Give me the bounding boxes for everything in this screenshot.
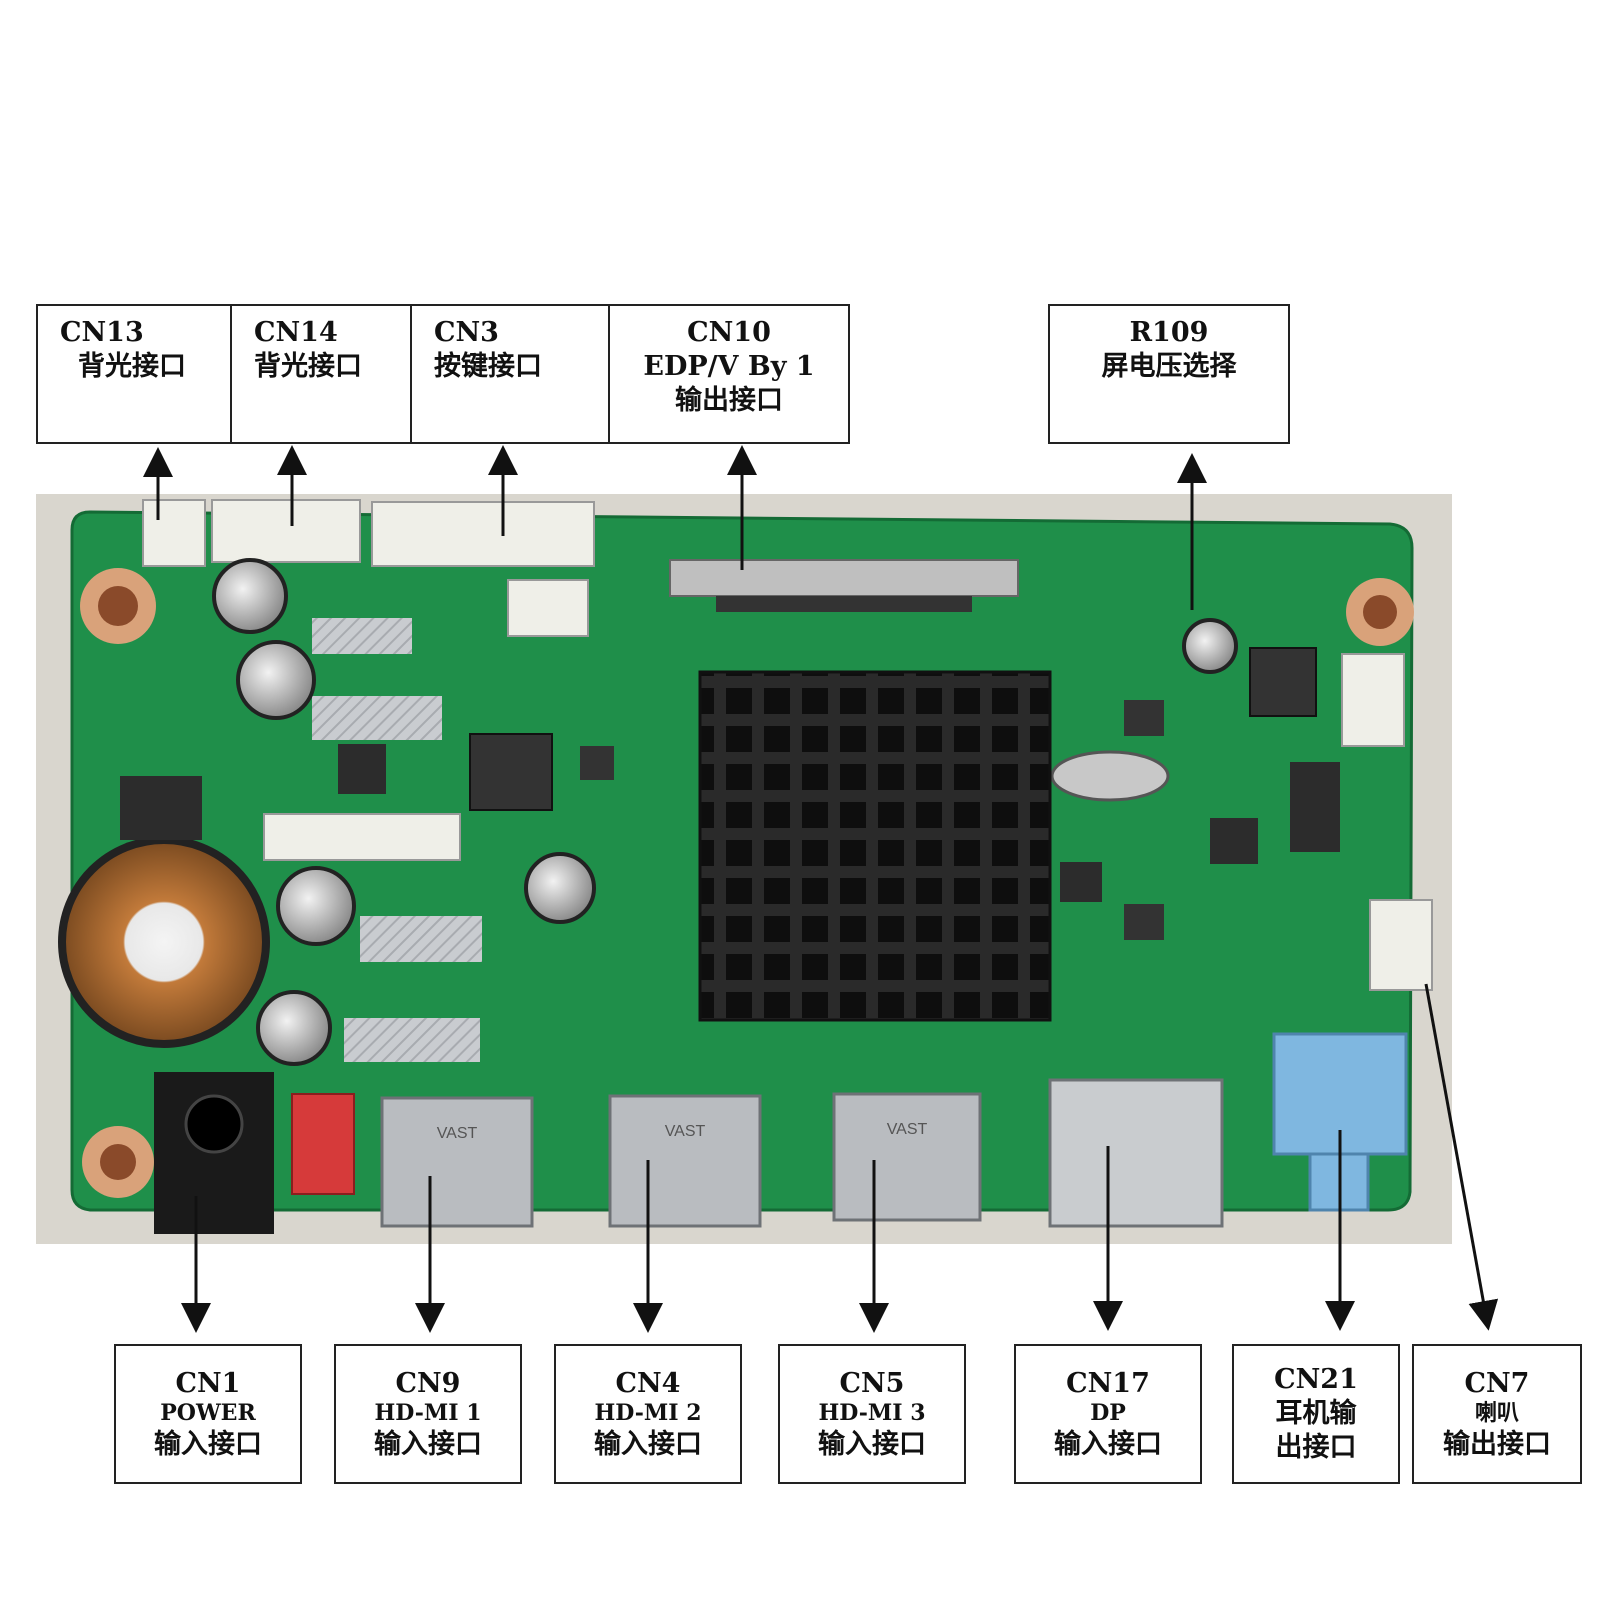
arrow-cn7	[1424, 983, 1499, 1331]
label-cn17-desc: DP	[1090, 1400, 1126, 1427]
mid-connector	[263, 813, 461, 861]
label-cn1-id: CN1	[175, 1367, 241, 1399]
cn3-connector	[371, 501, 595, 567]
hatch-3	[360, 916, 482, 962]
cn13-connector	[142, 499, 206, 567]
cn10-edp-connector	[669, 559, 1019, 597]
label-cn21: CN21 耳机输 出接口	[1232, 1344, 1400, 1484]
label-cn10-id: CN10	[687, 317, 771, 348]
cn14-connector	[211, 499, 361, 563]
label-cn10-type: 输出接口	[675, 384, 783, 416]
label-cn7: CN7 喇叭 输出接口	[1412, 1344, 1582, 1484]
label-cn4-type: 输入接口	[594, 1428, 702, 1460]
label-cn7-desc: 喇叭	[1474, 1400, 1519, 1427]
label-cn5: CN5 HD-MI 3 输入接口	[778, 1344, 966, 1484]
mounting-holes	[80, 568, 1414, 1198]
toroid-coil	[58, 836, 270, 1048]
red-connector	[291, 1093, 355, 1195]
label-cn1: CN1 POWER 输入接口	[114, 1344, 302, 1484]
label-cn5-id: CN5	[839, 1367, 905, 1399]
label-cn21-type: 出接口	[1275, 1431, 1357, 1463]
label-cn4-desc: HD-MI 2	[594, 1400, 702, 1427]
label-cn13: CN13 背光接口	[36, 304, 232, 444]
bottom-connectors	[154, 1032, 1408, 1234]
label-cn5-type: 输入接口	[818, 1428, 926, 1460]
label-cn17-id: CN17	[1066, 1367, 1150, 1399]
right-connector	[1341, 653, 1405, 747]
label-cn17: CN17 DP 输入接口	[1014, 1344, 1202, 1484]
label-cn9-type: 输入接口	[374, 1428, 482, 1460]
hatch-1	[312, 618, 412, 654]
arrows	[143, 445, 1499, 1333]
small-white-connector	[507, 579, 589, 637]
cn9-hdmi-port	[380, 1096, 534, 1228]
label-r109-id: R109	[1129, 317, 1209, 348]
label-cn3-id: CN3	[434, 317, 499, 348]
label-cn21-id: CN21	[1274, 1364, 1358, 1396]
label-cn9: CN9 HD-MI 1 输入接口	[334, 1344, 522, 1484]
label-cn13-id: CN13	[60, 317, 144, 348]
cn4-hdmi-port	[608, 1094, 762, 1228]
label-cn1-type: 输入接口	[154, 1428, 262, 1460]
cn7-connector	[1369, 899, 1433, 991]
label-cn4: CN4 HD-MI 2 输入接口	[554, 1344, 742, 1484]
chips	[120, 647, 1340, 940]
label-cn4-id: CN4	[615, 1367, 681, 1399]
hatch-2	[312, 696, 442, 740]
vast-mark-2: VAST	[665, 1123, 706, 1140]
heatsink	[698, 670, 1052, 1022]
capacitors	[212, 558, 1238, 1066]
label-r109: R109 屏电压选择	[1048, 304, 1290, 444]
label-r109-desc: 屏电压选择	[1101, 350, 1237, 382]
cn5-hdmi-port	[832, 1092, 982, 1222]
hatch-4	[344, 1018, 480, 1062]
top-connectors	[142, 499, 1433, 991]
label-cn10: CN10 EDP/V By 1 输出接口	[608, 304, 850, 444]
label-cn13-desc: 背光接口	[78, 350, 186, 382]
label-cn9-desc: HD-MI 1	[374, 1400, 482, 1427]
label-cn21-desc: 耳机输	[1275, 1398, 1357, 1430]
cn10-pins	[716, 596, 972, 612]
label-cn3: CN3 按键接口	[410, 304, 610, 444]
label-cn5-desc: HD-MI 3	[818, 1400, 926, 1427]
label-cn14: CN14 背光接口	[230, 304, 412, 444]
label-cn14-id: CN14	[254, 317, 338, 348]
label-cn17-type: 输入接口	[1054, 1428, 1162, 1460]
label-cn14-desc: 背光接口	[254, 350, 362, 382]
label-cn1-desc: POWER	[160, 1400, 256, 1427]
label-cn3-desc: 按键接口	[434, 350, 542, 382]
label-cn7-id: CN7	[1464, 1367, 1530, 1399]
label-cn7-type: 输出接口	[1443, 1428, 1551, 1460]
cn17-dp-port	[1048, 1078, 1224, 1228]
label-cn9-id: CN9	[395, 1367, 461, 1399]
vast-mark-3: VAST	[887, 1121, 928, 1138]
vast-mark-1: VAST	[437, 1125, 478, 1142]
label-cn10-desc: EDP/V By 1	[643, 350, 815, 382]
